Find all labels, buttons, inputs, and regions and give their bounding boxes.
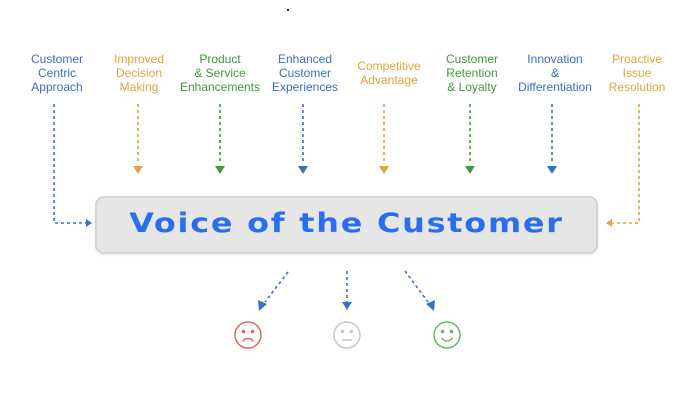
neutral-face-icon bbox=[333, 321, 361, 349]
happy-face-icon bbox=[433, 321, 461, 349]
connector-to-happy bbox=[404, 270, 429, 303]
benefit-customer-retention-loyalty: Customer Retention & Loyalty bbox=[445, 52, 499, 94]
benefit-proactive-issue-resolution: Proactive Issue Resolution bbox=[608, 52, 666, 94]
arrowhead-icon bbox=[86, 219, 92, 227]
benefit-product-service-enhancements: Product & Service Enhancements bbox=[179, 52, 261, 94]
arrowhead-icon bbox=[133, 166, 143, 174]
stray-dot bbox=[287, 9, 289, 11]
voice-of-customer-box: Voice of the Customer bbox=[95, 196, 598, 254]
benefit-enhanced-customer-experiences: Enhanced Customer Experiences bbox=[271, 52, 339, 94]
benefit-competitive-advantage: Competitive Advantage bbox=[357, 59, 421, 87]
arrowhead-icon bbox=[215, 166, 225, 174]
connector-customer-centric bbox=[53, 104, 86, 224]
arrowhead-icon bbox=[426, 300, 435, 311]
connector-proactive-resolution bbox=[612, 104, 640, 224]
benefit-improved-decision-making: Improved Decision Making bbox=[113, 52, 165, 94]
connector-to-sad bbox=[264, 271, 289, 303]
benefit-customer-centric-approach: Customer Centric Approach bbox=[30, 52, 84, 94]
benefit-innovation-differentiation: Innovation & Differentiation bbox=[518, 52, 592, 94]
arrowhead-icon bbox=[379, 166, 389, 174]
arrowhead-icon bbox=[547, 166, 557, 174]
arrowhead-icon bbox=[258, 300, 267, 311]
diagram-title: Voice of the Customer bbox=[129, 208, 564, 239]
arrowhead-icon bbox=[298, 166, 308, 174]
arrowhead-icon bbox=[342, 302, 352, 310]
sad-face-icon bbox=[234, 321, 262, 349]
arrowhead-icon bbox=[606, 219, 612, 227]
arrowhead-icon bbox=[465, 166, 475, 174]
